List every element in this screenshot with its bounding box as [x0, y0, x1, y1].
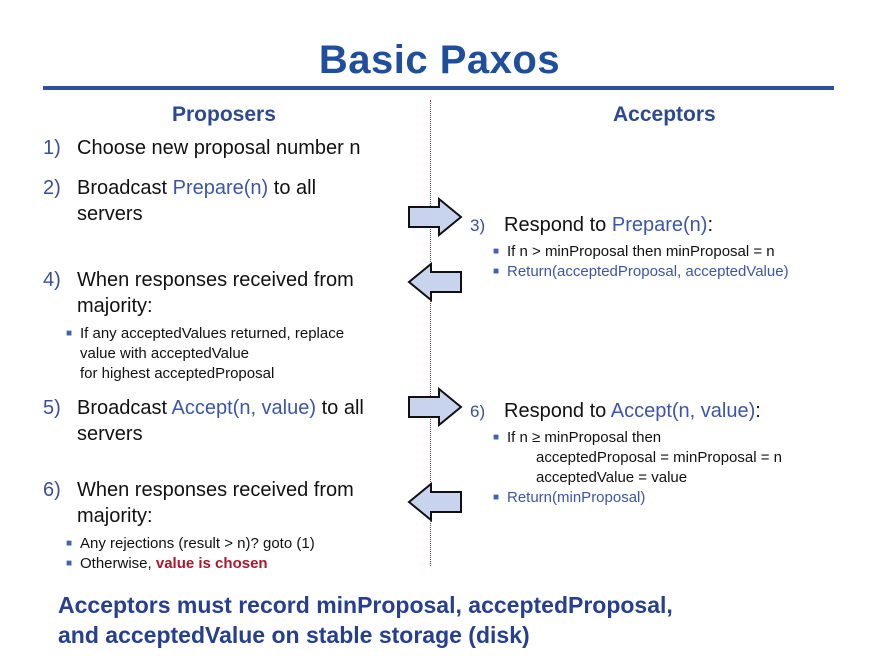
right-arrow-icon	[408, 387, 463, 427]
left-arrow-icon	[407, 262, 462, 302]
right-arrow-icon	[408, 197, 463, 237]
bullet-icon: ■	[493, 266, 500, 277]
acceptor-step-6: 6)Respond to Accept(n, value):	[470, 400, 761, 422]
bullet-icon: ■	[493, 432, 500, 443]
bullet-icon: ■	[493, 492, 500, 503]
column-divider	[430, 100, 431, 566]
bullet-icon: ■	[493, 246, 500, 257]
acceptor-step-6-bullets: ■If n ≥ minProposal then acceptedProposa…	[493, 429, 782, 506]
acceptors-heading: Acceptors	[613, 103, 716, 126]
proposer-step-2: 2)Broadcast Prepare(n) to all servers	[43, 177, 317, 225]
proposer-step-1: 1)Choose new proposal number n	[43, 137, 361, 159]
bullet-icon: ■	[66, 328, 73, 339]
acceptor-step-3-bullets: ■If n > minProposal then minProposal = n…	[493, 243, 789, 280]
acceptor-step-3: 3)Respond to Prepare(n):	[470, 214, 714, 236]
proposer-step-4-bullet: ■If any acceptedValues returned, replace…	[66, 325, 345, 382]
footer-note: Acceptors must record minProposal, accep…	[58, 592, 673, 648]
proposer-step-6: 6)When responses received from majority:	[43, 479, 354, 527]
slide-title: Basic Paxos	[318, 38, 561, 82]
bullet-icon: ■	[66, 558, 73, 569]
proposer-step-4: 4)When responses received from majority:	[43, 269, 354, 317]
proposer-step-6-bullets: ■Any rejections (result > n)? goto (1) ■…	[66, 535, 315, 572]
left-arrow-icon	[407, 482, 462, 522]
value-chosen-text: value is chosen	[155, 555, 268, 572]
proposers-heading: Proposers	[172, 103, 276, 126]
bullet-icon: ■	[66, 538, 73, 549]
title-rule	[43, 86, 834, 90]
proposer-step-5: 5)Broadcast Accept(n, value) to all serv…	[43, 397, 364, 445]
